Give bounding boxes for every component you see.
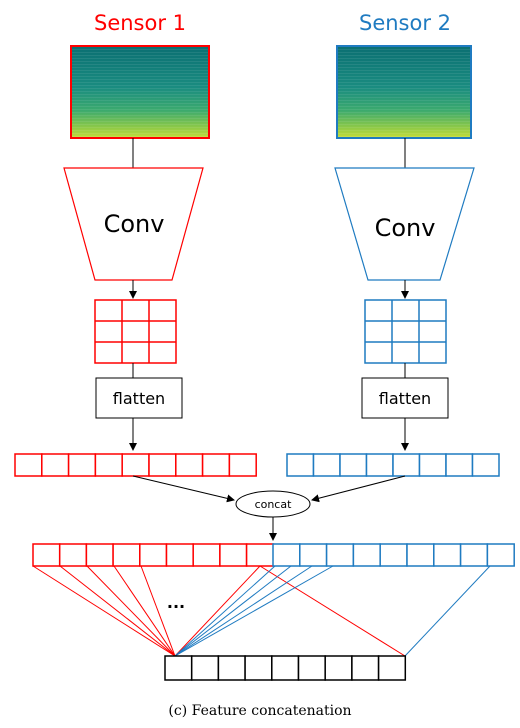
vector-cell [352, 543, 381, 567]
vector-cell [459, 543, 489, 567]
output-cell [297, 655, 326, 681]
dense-connections [32, 565, 491, 657]
vector-cell [312, 453, 341, 477]
vector-cell [148, 453, 177, 477]
vector-cell [406, 543, 435, 567]
output-vector [164, 655, 407, 681]
sensor-1-flattened-vector [14, 453, 257, 477]
sensor-1-spectrogram [70, 45, 210, 139]
vector-cell [165, 543, 194, 567]
sensor-2-spectrogram [336, 45, 472, 139]
vector-cell [286, 453, 315, 477]
vector-cell [219, 543, 248, 567]
sensor-2-title: Sensor 2 [359, 11, 451, 35]
vector-cell [325, 543, 355, 567]
output-cell [190, 655, 220, 681]
vector-cell [201, 453, 231, 477]
vector-cell [471, 453, 500, 477]
vector-cell [228, 453, 257, 477]
vector-cell [379, 543, 408, 567]
sensor-2-flattened-vector [286, 453, 500, 477]
flatten-label: flatten [379, 389, 431, 408]
vector-cell [41, 453, 70, 477]
vector-cell [58, 543, 88, 567]
vector-cell [365, 453, 394, 477]
output-cell [217, 655, 246, 681]
sensor-2-conv-block [334, 167, 475, 281]
output-cell [244, 655, 273, 681]
concatenated-vector [32, 543, 515, 567]
caption: (c) Feature concatenation [168, 703, 351, 719]
sensor-1-feature-map [94, 299, 177, 364]
arrow [132, 475, 235, 503]
conv-label: Conv [375, 214, 436, 242]
vector-cell [175, 453, 204, 477]
vector-cell [94, 453, 123, 477]
output-cell [351, 655, 380, 681]
vector-cell [299, 543, 328, 567]
vector-cell [433, 543, 462, 567]
concat-label: concat [255, 498, 293, 511]
arrow [311, 475, 406, 503]
vector-cell [14, 453, 43, 477]
vector-cell [139, 543, 168, 567]
ellipsis: ... [167, 593, 185, 612]
vector-cell [32, 543, 61, 567]
output-cell [377, 655, 407, 681]
conv-label: Conv [104, 210, 165, 238]
vector-cell [392, 453, 421, 477]
sensor-2-feature-map [364, 299, 447, 364]
sensor-1-conv-block [63, 167, 204, 281]
vector-cell [192, 543, 221, 567]
output-cell [164, 655, 193, 681]
vector-cell [121, 453, 150, 477]
vector-cell [418, 453, 447, 477]
vector-cell [486, 543, 515, 567]
vector-cell [339, 453, 368, 477]
vector-cell [67, 453, 97, 477]
output-cell [324, 655, 353, 681]
flatten-label: flatten [113, 389, 165, 408]
sensor-1-title: Sensor 1 [94, 11, 186, 35]
vector-cell [272, 543, 301, 567]
vector-cell [85, 543, 114, 567]
sensor-1-flatten-box [95, 377, 183, 419]
output-cell [271, 655, 300, 681]
vector-cell [112, 543, 141, 567]
vector-cell [245, 543, 275, 567]
vector-cell [445, 453, 474, 477]
